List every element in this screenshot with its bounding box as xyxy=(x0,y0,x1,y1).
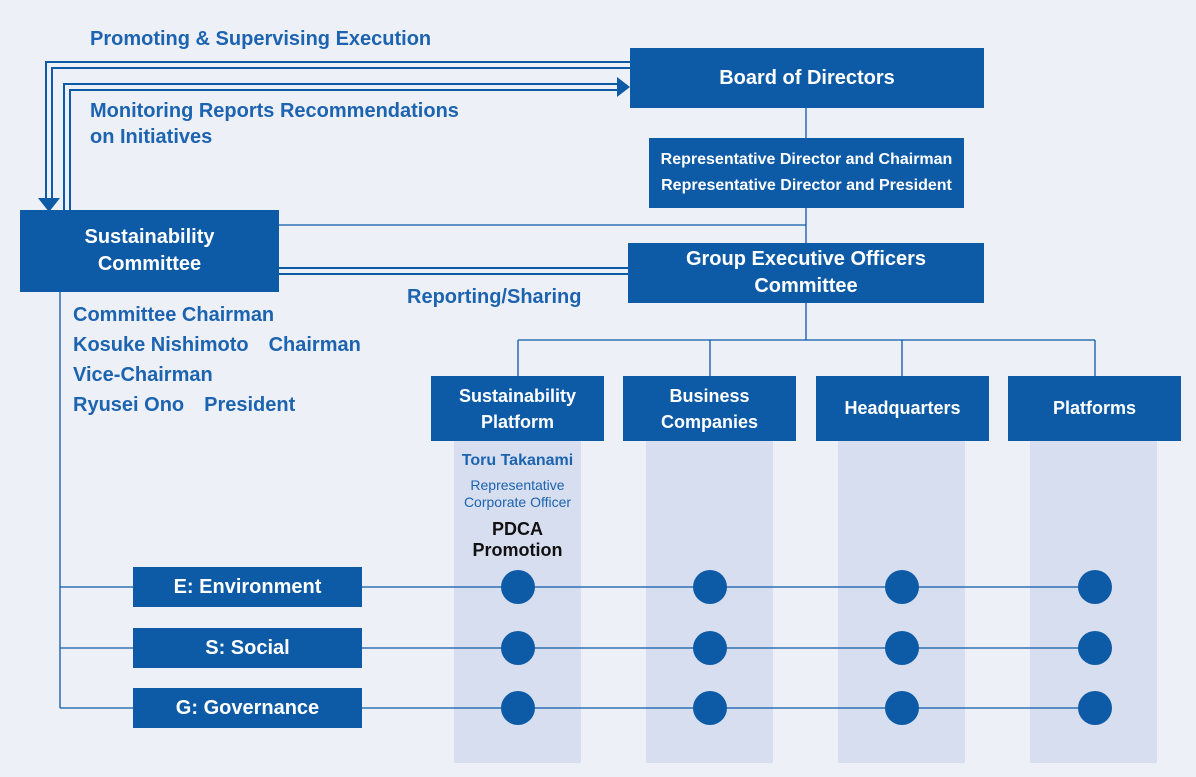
promoting-label: Promoting & Supervising Execution xyxy=(90,28,432,50)
unit-box-business-companies: Business Companies xyxy=(623,376,796,441)
platform-officer-title: Representative Corporate Officer xyxy=(454,477,581,511)
monitoring-arrow-line-inner xyxy=(69,89,618,210)
monitoring-label-line2: on Initiatives xyxy=(90,126,213,148)
unit-box-platforms: Platforms xyxy=(1008,376,1181,441)
sustainability-committee-line2: Committee xyxy=(97,253,202,275)
esg-box-governance: G: Governance xyxy=(133,688,362,728)
esg-dot-g-2 xyxy=(693,691,727,725)
esg-label: S: Social xyxy=(205,637,290,659)
sustainability-committee-line1: Sustainability xyxy=(84,226,215,248)
esg-dot-e-3 xyxy=(885,570,919,604)
platform-officer-title-line2: Corporate Officer xyxy=(463,494,572,510)
esg-box-environment: E: Environment xyxy=(133,567,362,607)
esg-dot-e-1 xyxy=(501,570,535,604)
sustainability-committee-box: Sustainability Committee xyxy=(20,210,279,292)
representative-directors-box: Representative Director and Chairman Rep… xyxy=(649,138,964,208)
unit-label-line1: Headquarters xyxy=(844,397,961,418)
esg-dot-g-1 xyxy=(501,691,535,725)
promoting-arrowhead xyxy=(38,198,60,212)
representative-president-label: Representative Director and President xyxy=(661,177,952,194)
pdca-line2: Promotion xyxy=(472,540,563,560)
unit-label-line1: Business xyxy=(669,385,750,406)
committee-member-line-2: Kosuke Nishimoto Chairman xyxy=(73,334,361,356)
committee-member-line-1: Committee Chairman xyxy=(73,304,275,326)
esg-dot-s-4 xyxy=(1078,631,1112,665)
unit-label-line1: Platforms xyxy=(1052,397,1137,418)
esg-dot-g-4 xyxy=(1078,691,1112,725)
executive-committee-line1: Group Executive Officers xyxy=(685,248,927,270)
pdca-line1: PDCA xyxy=(491,519,543,539)
esg-dot-e-4 xyxy=(1078,570,1112,604)
unit-box-sustainability-platform: Sustainability Platform xyxy=(431,376,604,441)
board-of-directors-box: Board of Directors xyxy=(630,48,984,108)
committee-member-line-4: Ryusei Ono President xyxy=(73,394,296,416)
promoting-arrow-line-outer xyxy=(45,61,630,200)
board-label: Board of Directors xyxy=(719,67,895,89)
esg-dot-s-1 xyxy=(501,631,535,665)
committee-members: Committee Chairman Kosuke Nishimoto Chai… xyxy=(73,300,361,420)
esg-dot-s-2 xyxy=(693,631,727,665)
esg-box-social: S: Social xyxy=(133,628,362,668)
monitoring-label: Monitoring Reports Recommendations on In… xyxy=(90,98,459,150)
representative-chairman-label: Representative Director and Chairman xyxy=(660,151,953,168)
promoting-arrow-line-inner xyxy=(51,67,630,200)
esg-dot-e-2 xyxy=(693,570,727,604)
monitoring-label-line1: Monitoring Reports Recommendations xyxy=(90,100,459,122)
unit-label-line2: Platform xyxy=(480,411,554,432)
group-executive-officers-committee-box: Group Executive Officers Committee xyxy=(628,243,984,303)
esg-dot-g-3 xyxy=(885,691,919,725)
committee-member-line-3: Vice-Chairman xyxy=(73,364,213,386)
esg-label: E: Environment xyxy=(173,576,322,598)
executive-committee-line2: Committee xyxy=(754,275,858,297)
unit-label-line1: Sustainability xyxy=(458,385,577,406)
monitoring-arrow-line-outer xyxy=(63,83,618,210)
esg-label: G: Governance xyxy=(175,697,320,719)
esg-dot-s-3 xyxy=(885,631,919,665)
platform-officer-title-line1: Representative xyxy=(470,477,565,493)
platform-officer-name: Toru Takanami xyxy=(461,452,574,469)
unit-box-headquarters: Headquarters xyxy=(816,376,989,441)
pdca-promotion-label: PDCA Promotion xyxy=(454,519,581,561)
monitoring-arrowhead xyxy=(617,77,630,97)
unit-label-line2: Companies xyxy=(660,411,759,432)
reporting-label: Reporting/Sharing xyxy=(407,286,582,308)
